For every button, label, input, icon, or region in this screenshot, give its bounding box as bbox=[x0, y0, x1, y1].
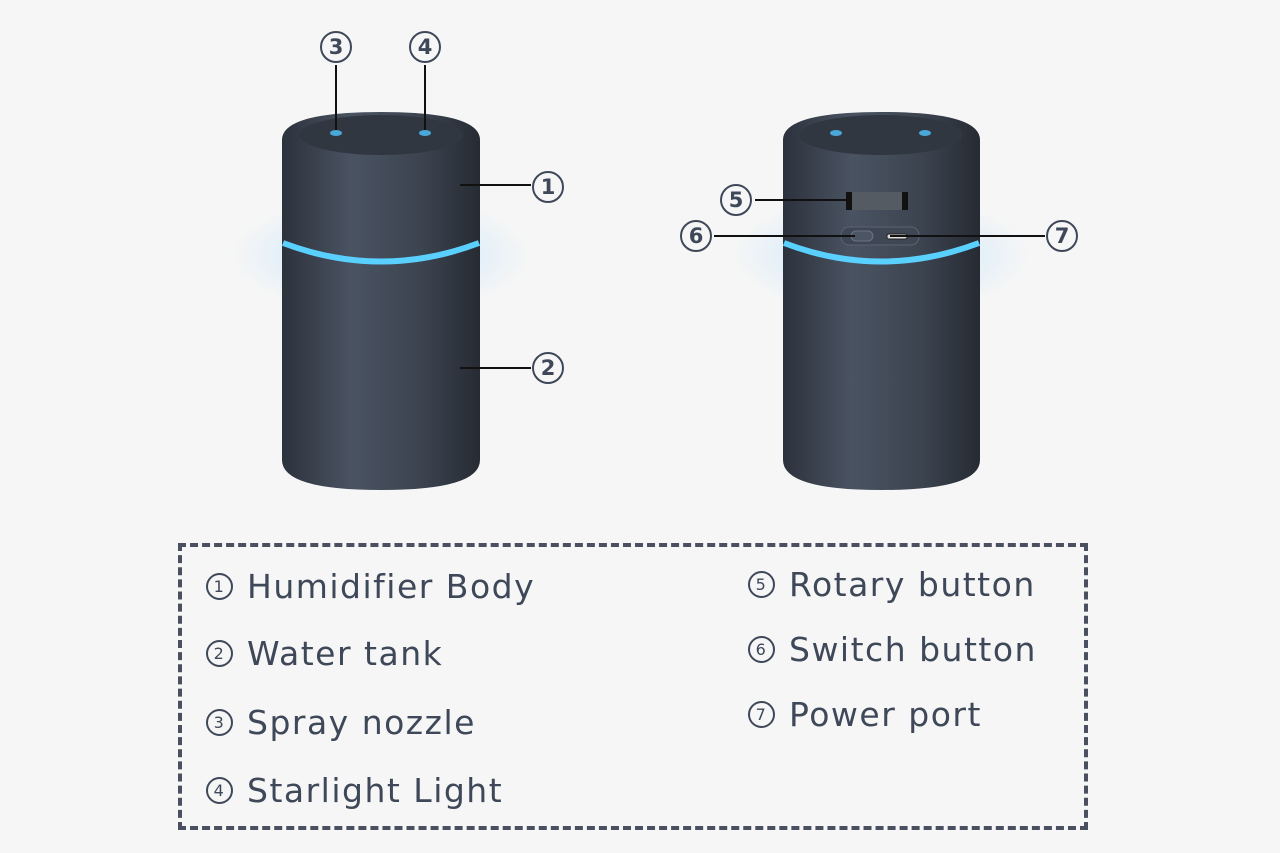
humidifier-back bbox=[714, 112, 1045, 490]
legend-number: 1 bbox=[206, 573, 233, 600]
callout-2: 2 bbox=[532, 352, 564, 384]
parts-legend: 1 Humidifier Body 2 Water tank 3 Spray nozz… bbox=[178, 543, 1088, 830]
callout-4: 4 bbox=[409, 31, 441, 63]
legend-item: 5 Rotary button bbox=[748, 565, 1036, 604]
legend-item: 4 Starlight Light bbox=[206, 771, 503, 810]
starlight-light bbox=[419, 130, 431, 136]
legend-number: 2 bbox=[206, 640, 233, 667]
legend-number: 3 bbox=[206, 709, 233, 736]
legend-item: 6 Switch button bbox=[748, 630, 1037, 669]
callout-7: 7 bbox=[1046, 220, 1078, 252]
legend-label: Power port bbox=[789, 695, 982, 734]
callout-1: 1 bbox=[532, 171, 564, 203]
legend-item: 3 Spray nozzle bbox=[206, 703, 476, 742]
legend-label: Spray nozzle bbox=[247, 703, 476, 742]
spray-nozzle bbox=[330, 130, 342, 136]
legend-number: 5 bbox=[748, 571, 775, 598]
legend-item: 7 Power port bbox=[748, 695, 982, 734]
callout-6: 6 bbox=[680, 220, 712, 252]
legend-number: 4 bbox=[206, 777, 233, 804]
legend-label: Rotary button bbox=[789, 565, 1036, 604]
callout-3: 3 bbox=[320, 31, 352, 63]
legend-item: 1 Humidifier Body bbox=[206, 567, 535, 606]
legend-number: 6 bbox=[748, 636, 775, 663]
legend-item: 2 Water tank bbox=[206, 634, 443, 673]
callout-5: 5 bbox=[720, 184, 752, 216]
light-ring bbox=[281, 240, 481, 265]
legend-label: Water tank bbox=[247, 634, 444, 673]
legend-label: Humidifier Body bbox=[247, 567, 536, 606]
legend-label: Starlight Light bbox=[247, 771, 504, 810]
legend-number: 7 bbox=[748, 701, 775, 728]
rotary-button bbox=[846, 192, 908, 210]
humidifier-front bbox=[231, 65, 531, 490]
legend-label: Switch button bbox=[789, 630, 1037, 669]
